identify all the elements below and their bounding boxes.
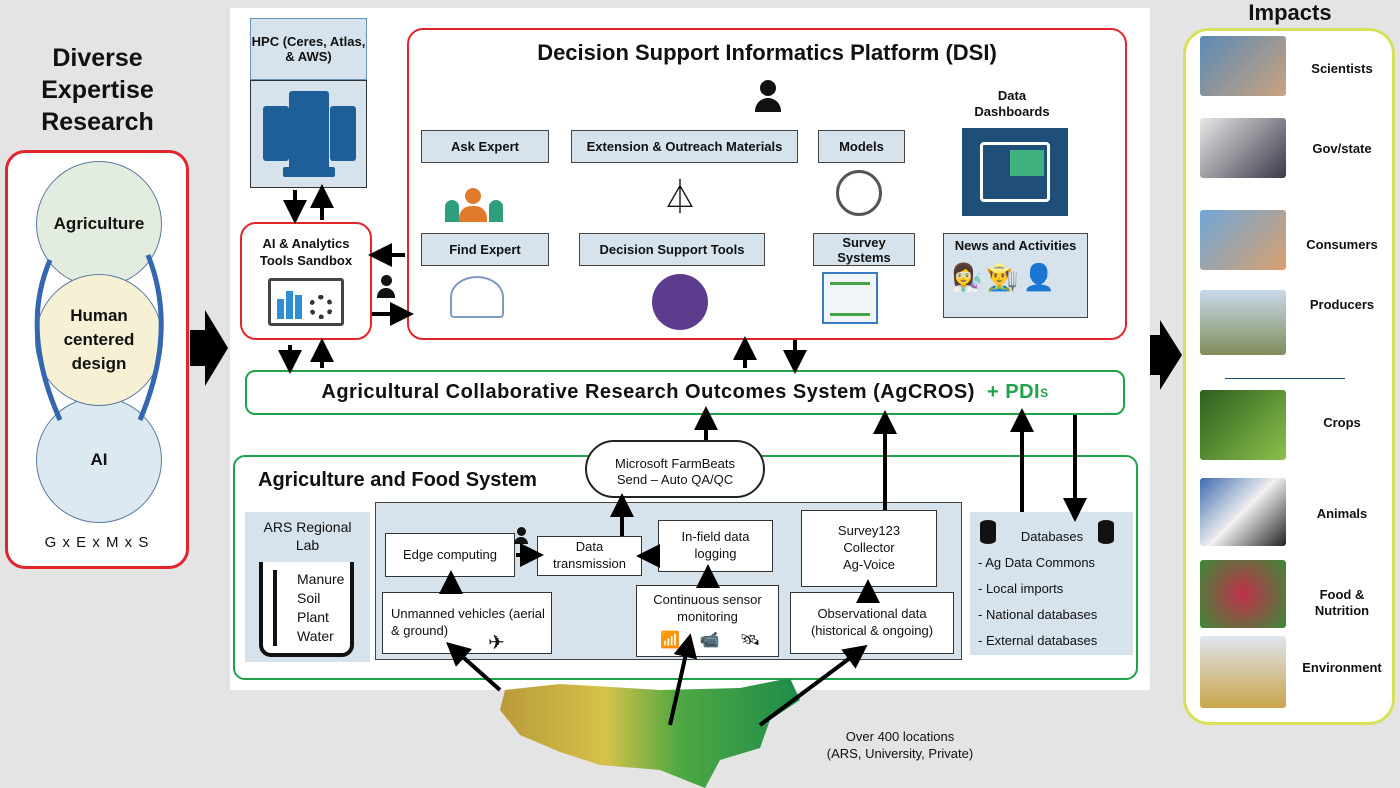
expert-group-icon bbox=[445, 178, 505, 223]
news-label: News and Activities bbox=[954, 238, 1077, 253]
ai-sandbox-box: AI & Analytics Tools Sandbox bbox=[240, 222, 372, 340]
environment-image bbox=[1200, 636, 1286, 708]
us-map bbox=[500, 678, 800, 788]
lab-title: ARS Regional Lab bbox=[263, 519, 352, 553]
database-item: - Ag Data Commons bbox=[978, 555, 1096, 570]
agcros-box: Agricultural Collaborative Research Outc… bbox=[245, 370, 1125, 415]
find-expert-icon bbox=[450, 276, 504, 318]
title-line: Expertise bbox=[41, 76, 154, 104]
formula: G x E x M x S bbox=[44, 534, 150, 551]
drone-icon: ✈ bbox=[488, 632, 505, 654]
data-transmission-box: Data transmission bbox=[537, 536, 642, 576]
left-big-arrow bbox=[190, 310, 228, 386]
survey-systems-button[interactable]: Survey Systems bbox=[813, 233, 915, 266]
survey-checklist-icon bbox=[822, 272, 878, 324]
producers-image bbox=[1200, 290, 1286, 355]
extension-materials-button[interactable]: Extension & Outreach Materials bbox=[571, 130, 798, 163]
impact-item: Animals bbox=[1316, 506, 1368, 521]
title-line: Research bbox=[41, 108, 154, 136]
user-icon bbox=[514, 527, 528, 545]
unmanned-vehicles-box: Unmanned vehicles (aerial & ground) bbox=[382, 592, 552, 654]
agcros-title: Agricultural Collaborative Research Outc… bbox=[321, 381, 975, 403]
afs-title: Agriculture and Food System bbox=[258, 469, 537, 491]
dsi-box bbox=[407, 28, 1127, 340]
hpc-label: HPC (Ceres, Atlas, & AWS) bbox=[250, 18, 367, 80]
survey-line: Collector bbox=[843, 540, 895, 556]
user-icon bbox=[376, 275, 396, 299]
divider bbox=[1225, 378, 1345, 379]
locations-line: Over 400 locations bbox=[845, 729, 955, 744]
broadcast-tower-icon: ⏃ bbox=[663, 179, 697, 217]
analytics-monitor-icon bbox=[268, 278, 344, 326]
impact-item: Crops bbox=[1323, 415, 1361, 430]
animals-image bbox=[1200, 478, 1286, 546]
food-image bbox=[1200, 560, 1286, 628]
dsi-title: Decision Support Informatics Platform (D… bbox=[537, 40, 997, 65]
impact-item: Scientists bbox=[1311, 61, 1373, 76]
people-icons: 👩‍🔬👨‍🌾👤 bbox=[950, 262, 1060, 292]
locations-line: (ARS, University, Private) bbox=[826, 746, 974, 761]
dashboard-icon[interactable] bbox=[962, 128, 1068, 216]
impact-item: Food & Nutrition bbox=[1314, 587, 1370, 618]
database-icon bbox=[1098, 520, 1114, 544]
scientists-image bbox=[1200, 36, 1286, 96]
survey-line: Ag-Voice bbox=[842, 556, 896, 572]
database-item: - External databases bbox=[978, 633, 1098, 648]
impact-item: Consumers bbox=[1306, 237, 1378, 252]
news-activities-box[interactable]: News and Activities bbox=[943, 233, 1088, 318]
pdi-label: + PDI bbox=[987, 381, 1041, 403]
lab-item: Soil bbox=[297, 590, 321, 606]
lab-item: Water bbox=[297, 628, 334, 644]
models-button[interactable]: Models bbox=[818, 130, 905, 163]
user-icon bbox=[755, 80, 781, 114]
dashboards-label: Data Dashboards bbox=[974, 88, 1050, 119]
impacts-title: Impacts bbox=[1248, 0, 1332, 25]
consumers-image bbox=[1200, 210, 1286, 270]
impact-item: Producers bbox=[1309, 297, 1375, 312]
database-item: - Local imports bbox=[978, 581, 1064, 596]
decision-support-tools-button[interactable]: Decision Support Tools bbox=[579, 233, 765, 266]
databases-panel: Databases - Ag Data Commons - Local impor… bbox=[970, 512, 1133, 655]
locations-label: Over 400 locations (ARS, University, Priv… bbox=[820, 728, 980, 762]
database-item: - National databases bbox=[978, 607, 1098, 622]
ask-expert-button[interactable]: Ask Expert bbox=[421, 130, 549, 163]
database-icon bbox=[980, 520, 996, 544]
find-expert-button[interactable]: Find Expert bbox=[421, 233, 549, 266]
impact-item: Environment bbox=[1302, 660, 1382, 675]
server-icon bbox=[250, 80, 367, 188]
collaboration-icon bbox=[652, 274, 708, 330]
circle-agriculture: Agriculture bbox=[36, 161, 162, 287]
brain-icon bbox=[836, 170, 882, 216]
infield-logging-box: In-field data logging bbox=[658, 520, 773, 572]
impact-item: Gov/state bbox=[1312, 141, 1372, 156]
pdi-superscript: S bbox=[1040, 385, 1049, 400]
lab-item: Manure bbox=[297, 571, 345, 587]
sandbox-label: AI & Analytics Tools Sandbox bbox=[259, 236, 353, 268]
title-line: Diverse bbox=[52, 44, 143, 72]
sensor-monitoring-box: Continuous sensor monitoring bbox=[636, 585, 779, 657]
crops-image bbox=[1200, 390, 1286, 460]
cycle-arrow bbox=[34, 259, 63, 422]
survey-line: Survey123 bbox=[837, 523, 901, 539]
cloud-line: Microsoft FarmBeats bbox=[615, 456, 735, 471]
lab-item: Plant bbox=[297, 609, 329, 625]
cycle-arrow bbox=[137, 254, 164, 421]
observational-data-box: Observational data (historical & ongoing… bbox=[790, 592, 954, 654]
left-title: Diverse Expertise Research bbox=[20, 42, 175, 138]
right-big-arrow bbox=[1150, 320, 1182, 390]
gov-image bbox=[1200, 118, 1286, 178]
databases-title: Databases bbox=[1020, 529, 1084, 544]
cloud-line: Send – Auto QA/QC bbox=[616, 472, 734, 487]
